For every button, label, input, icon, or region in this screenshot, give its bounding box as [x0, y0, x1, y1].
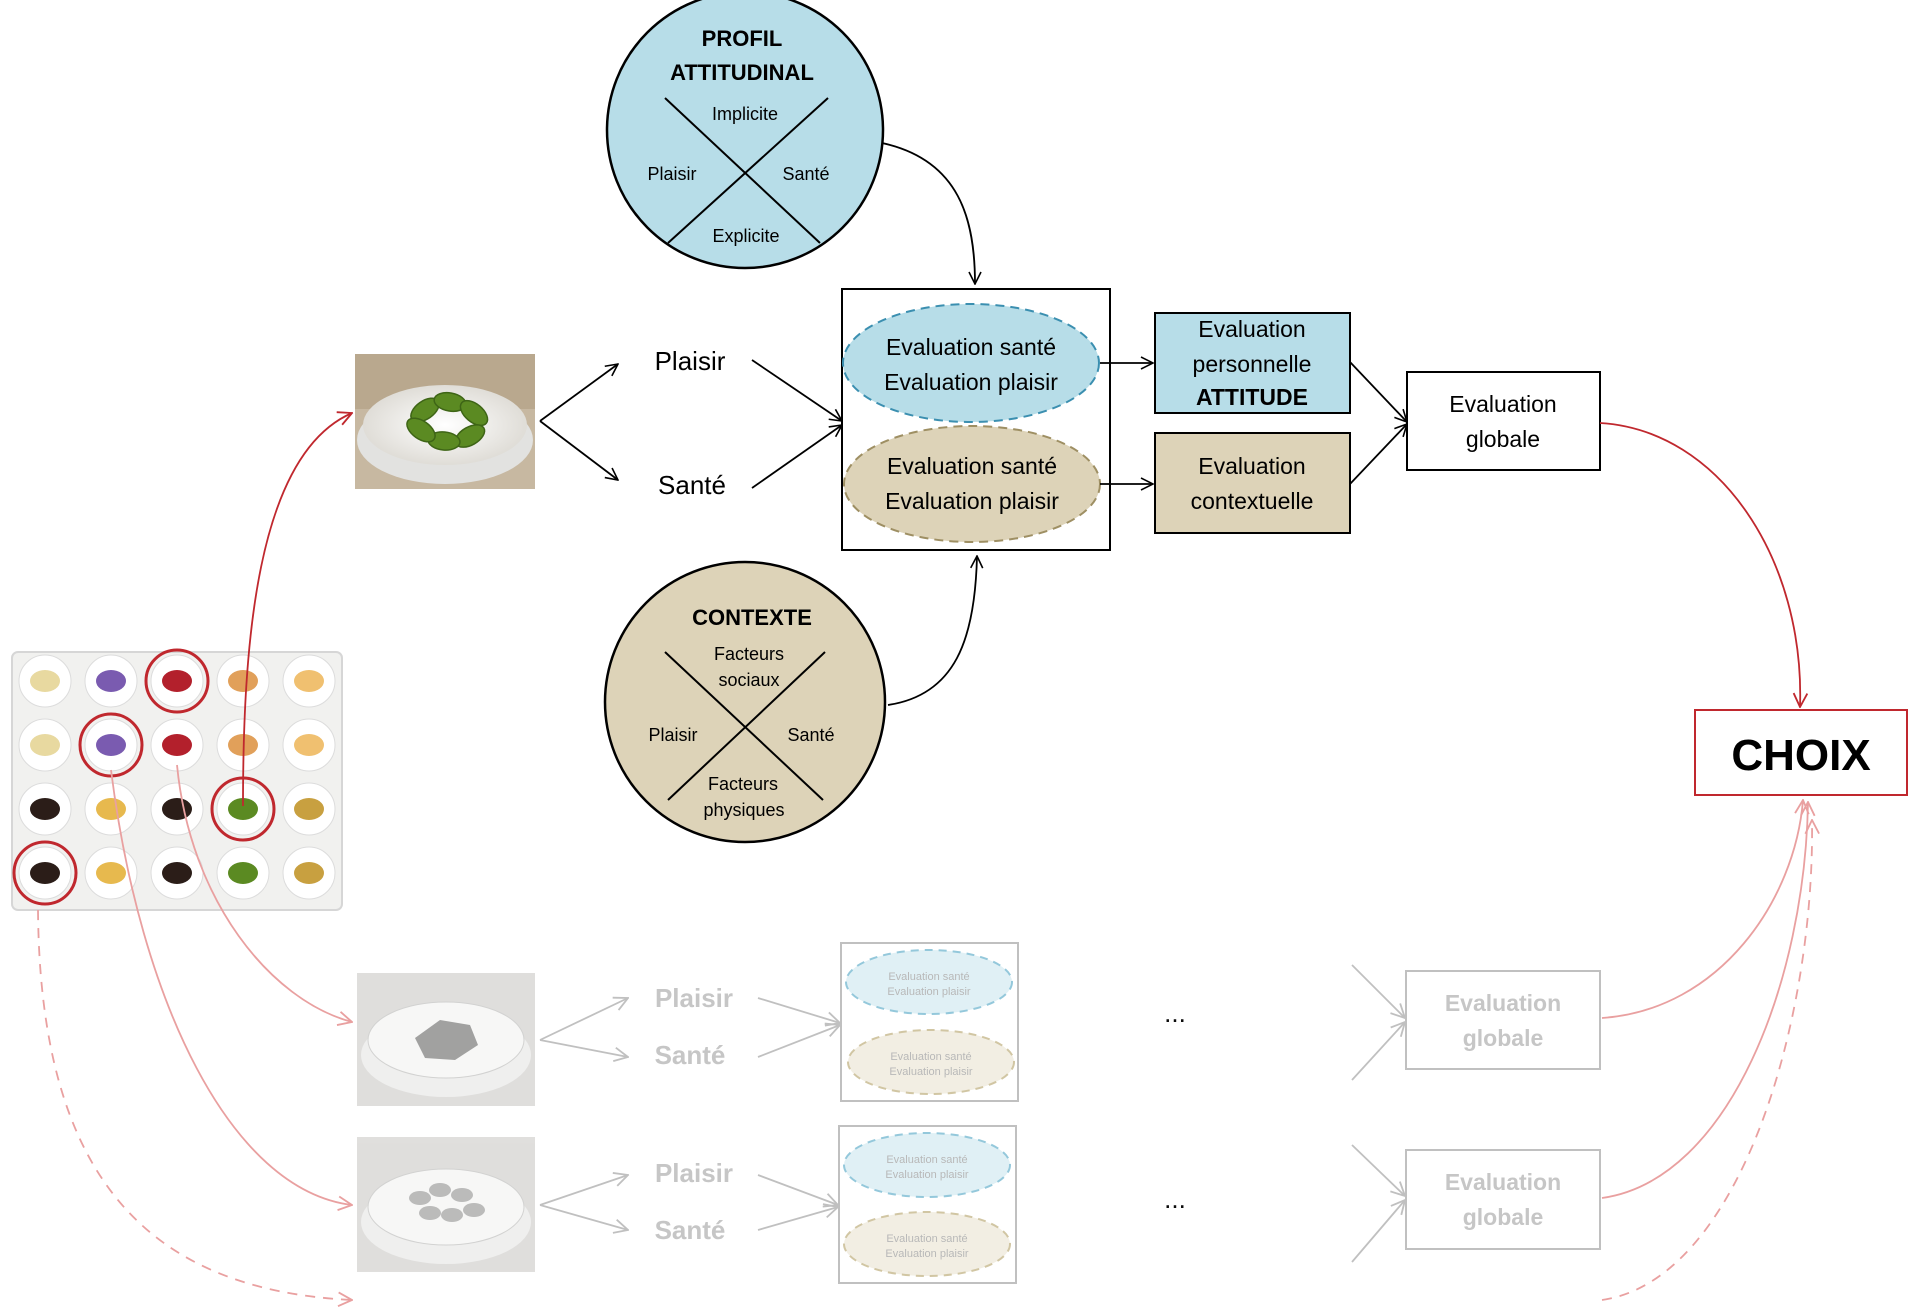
- contextuelle-line2: contextuelle: [1191, 488, 1314, 514]
- arrow-tray-to-row2: [110, 769, 352, 1205]
- arrow-globale-to-choix: [1599, 422, 1800, 707]
- evaluation-globale-box: Evaluation globale: [1406, 371, 1601, 471]
- personnelle-line1: Evaluation: [1198, 316, 1305, 342]
- contexte-circle: CONTEXTE Facteurs sociaux Facteurs physi…: [603, 560, 887, 844]
- personnelle-line2: personnelle: [1193, 351, 1312, 377]
- tray-selection-ring: [144, 648, 210, 714]
- profil-title-line2: ATTITUDINAL: [670, 60, 814, 85]
- food-tray-image: [11, 648, 343, 911]
- faded-mini-bottom-1a: Evaluation santé: [890, 1051, 971, 1063]
- main-plaisir-label: Plaisir: [655, 346, 726, 376]
- faded-sante-1: Santé: [655, 1040, 726, 1070]
- evaluation-personnelle-box: Evaluation personnelle ATTITUDE: [1154, 312, 1351, 414]
- faded-globale-1b: globale: [1463, 1025, 1544, 1051]
- contexte-top-line1: Facteurs: [714, 644, 784, 664]
- faded-sante-2: Santé: [655, 1215, 726, 1245]
- tray-food: [294, 734, 324, 756]
- main-branch: Plaisir Santé: [539, 346, 842, 500]
- arrow-personnelle-to-globale: [1349, 361, 1407, 422]
- faded-mini-top-1a: Evaluation santé: [888, 971, 969, 983]
- faded-mini-top-1b: Evaluation plaisir: [887, 986, 970, 998]
- arrow-tray-to-kiwi: [242, 413, 352, 807]
- arrow-contextuelle-to-globale: [1349, 424, 1407, 485]
- faded-row-1: Plaisir Santé Evaluation santé Evaluatio…: [357, 942, 1601, 1106]
- arrow-tray-dashed: [37, 909, 352, 1300]
- contextuelle-line1: Evaluation: [1198, 453, 1305, 479]
- contexte-left-label: Plaisir: [648, 725, 697, 745]
- ellipse-beige-line2: Evaluation plaisir: [885, 488, 1059, 514]
- ellipse-beige: [843, 425, 1101, 543]
- tray-food: [30, 862, 60, 884]
- faded-plaisir-2: Plaisir: [655, 1158, 733, 1188]
- faded-mini-top-2a: Evaluation santé: [886, 1154, 967, 1166]
- globale-line1: Evaluation: [1449, 391, 1556, 417]
- tray-food: [96, 798, 126, 820]
- arrow-tray-to-row1: [176, 764, 352, 1022]
- arrow-profil-to-box: [881, 142, 975, 284]
- faded-mini-bottom-2b: Evaluation plaisir: [885, 1248, 968, 1260]
- profil-title-line1: PROFIL: [702, 26, 783, 51]
- arrow-row2-to-choix: [1601, 802, 1808, 1199]
- faded-globale-2b: globale: [1463, 1204, 1544, 1230]
- contexte-bottom-line2: physiques: [703, 800, 784, 820]
- arrow-row1-to-choix: [1601, 800, 1803, 1019]
- contexte-bottom-line1: Facteurs: [708, 774, 778, 794]
- profil-right-label: Santé: [782, 164, 829, 184]
- tray-food: [294, 670, 324, 692]
- tray-food: [96, 862, 126, 884]
- faded-plate-image-1: [357, 973, 535, 1106]
- profil-top-label: Implicite: [712, 104, 778, 124]
- tray-food: [228, 862, 258, 884]
- tray-food: [228, 798, 258, 820]
- profil-bottom-label: Explicite: [712, 226, 779, 246]
- faded-plaisir-1: Plaisir: [655, 983, 733, 1013]
- ellipse-blue-line1: Evaluation santé: [886, 334, 1056, 360]
- tray-food: [228, 670, 258, 692]
- ellipse-beige-line1: Evaluation santé: [887, 453, 1057, 479]
- ellipse-blue-line2: Evaluation plaisir: [884, 369, 1058, 395]
- personnelle-line3: ATTITUDE: [1196, 384, 1308, 410]
- faded-ellipsis-1: ...: [1164, 998, 1186, 1028]
- faded-plate-image-2: [357, 1137, 535, 1272]
- ellipse-blue: [842, 303, 1100, 423]
- choix-label: CHOIX: [1731, 731, 1870, 780]
- main-sante-label: Santé: [658, 470, 726, 500]
- tray-food: [162, 670, 192, 692]
- tray-food: [30, 734, 60, 756]
- tray-food: [96, 670, 126, 692]
- tray-food: [162, 734, 192, 756]
- profil-left-label: Plaisir: [647, 164, 696, 184]
- faded-mini-bottom-1b: Evaluation plaisir: [889, 1066, 972, 1078]
- contexte-top-line2: sociaux: [718, 670, 779, 690]
- contexte-title: CONTEXTE: [692, 605, 812, 630]
- faded-mini-bottom-2a: Evaluation santé: [886, 1233, 967, 1245]
- tray-food: [30, 798, 60, 820]
- evaluation-box: Evaluation santé Evaluation plaisir Eval…: [841, 288, 1111, 551]
- faded-mini-top-2b: Evaluation plaisir: [885, 1169, 968, 1181]
- profil-attitudinal-circle: PROFIL ATTITUDINAL Implicite Explicite P…: [605, 0, 885, 270]
- globale-line2: globale: [1466, 426, 1540, 452]
- tray-food: [294, 798, 324, 820]
- tray-food: [162, 862, 192, 884]
- faded-row-2: Plaisir Santé Evaluation santé Evaluatio…: [357, 1125, 1601, 1284]
- tray-food: [30, 670, 60, 692]
- evaluation-contextuelle-box: Evaluation contextuelle: [1154, 432, 1351, 534]
- kiwi-plate-image: [355, 354, 535, 489]
- contexte-right-label: Santé: [787, 725, 834, 745]
- arrow-dashed-to-choix: [1601, 820, 1812, 1301]
- tray-food: [96, 734, 126, 756]
- faded-globale-1a: Evaluation: [1445, 990, 1561, 1016]
- tray-selection-ring: [12, 840, 78, 906]
- tray-food: [294, 862, 324, 884]
- faded-globale-2a: Evaluation: [1445, 1169, 1561, 1195]
- faded-ellipsis-2: ...: [1164, 1184, 1186, 1214]
- tray-food: [162, 798, 192, 820]
- arrow-contexte-to-box: [887, 556, 977, 706]
- choix-box: CHOIX: [1694, 709, 1908, 796]
